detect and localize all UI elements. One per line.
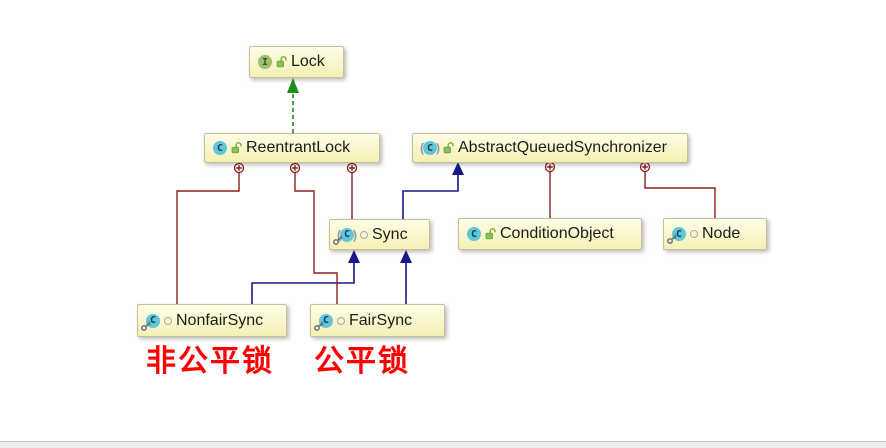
class-icon: C xyxy=(213,141,227,155)
package-private-icon xyxy=(360,230,368,239)
class-name-label: NonfairSync xyxy=(176,311,264,329)
package-private-icon xyxy=(164,316,172,325)
class-icon: C xyxy=(467,227,481,241)
public-lock-icon xyxy=(443,142,454,154)
class-node-node[interactable]: C Node xyxy=(663,218,767,250)
class-name-label: ReentrantLock xyxy=(246,139,351,156)
public-lock-icon xyxy=(485,228,496,240)
class-name-label: ConditionObject xyxy=(500,225,614,242)
class-name-label: Lock xyxy=(291,53,325,70)
static-class-icon: C xyxy=(314,313,333,331)
static-key-icon xyxy=(333,234,343,245)
edge-reentrantlock-nonfairsync xyxy=(176,162,245,304)
public-lock-icon xyxy=(276,56,287,68)
static-key-icon xyxy=(314,320,324,331)
edge-reentrantlock-sync xyxy=(346,162,358,219)
abstract-class-icon: ( C ) xyxy=(420,141,440,155)
static-key-icon xyxy=(667,234,677,244)
annotation-nonfair-lock: 非公平锁 xyxy=(146,345,274,378)
static-class-icon: C xyxy=(667,227,686,244)
edge-reentrantlock-implements-lock xyxy=(287,78,299,133)
edge-aqs-conditionobject xyxy=(544,161,556,218)
edge-aqs-node xyxy=(639,161,716,218)
public-lock-icon xyxy=(231,142,242,154)
abstract-static-class-icon: ( C ) xyxy=(333,227,357,245)
window-bottom-edge xyxy=(0,441,886,448)
class-node-conditionobject[interactable]: C ConditionObject xyxy=(458,218,642,250)
edge-nonfairsync-extends-sync xyxy=(251,250,360,304)
edge-fairsync-extends-sync xyxy=(400,250,412,304)
class-node-abstractqueuedsynchronizer[interactable]: ( C ) AbstractQueuedSynchronizer xyxy=(412,133,688,163)
class-node-nonfairsync[interactable]: C NonfairSync xyxy=(137,304,287,337)
class-node-lock[interactable]: I Lock xyxy=(249,46,344,78)
class-name-label: FairSync xyxy=(349,311,413,329)
class-name-label: Node xyxy=(702,225,741,242)
static-key-icon xyxy=(141,320,151,331)
edge-sync-extends-aqs xyxy=(402,162,464,219)
class-node-reentrantlock[interactable]: C ReentrantLock xyxy=(204,133,380,163)
annotation-fair-lock: 公平锁 xyxy=(314,345,410,378)
class-node-sync[interactable]: ( C ) Sync xyxy=(329,219,430,250)
class-name-label: Sync xyxy=(372,225,408,243)
package-private-icon xyxy=(337,316,345,325)
static-class-icon: C xyxy=(141,313,160,331)
class-name-label: AbstractQueuedSynchronizer xyxy=(458,139,667,156)
package-private-icon xyxy=(690,230,698,238)
interface-icon: I xyxy=(258,55,272,69)
class-node-fairsync[interactable]: C FairSync xyxy=(310,304,445,337)
